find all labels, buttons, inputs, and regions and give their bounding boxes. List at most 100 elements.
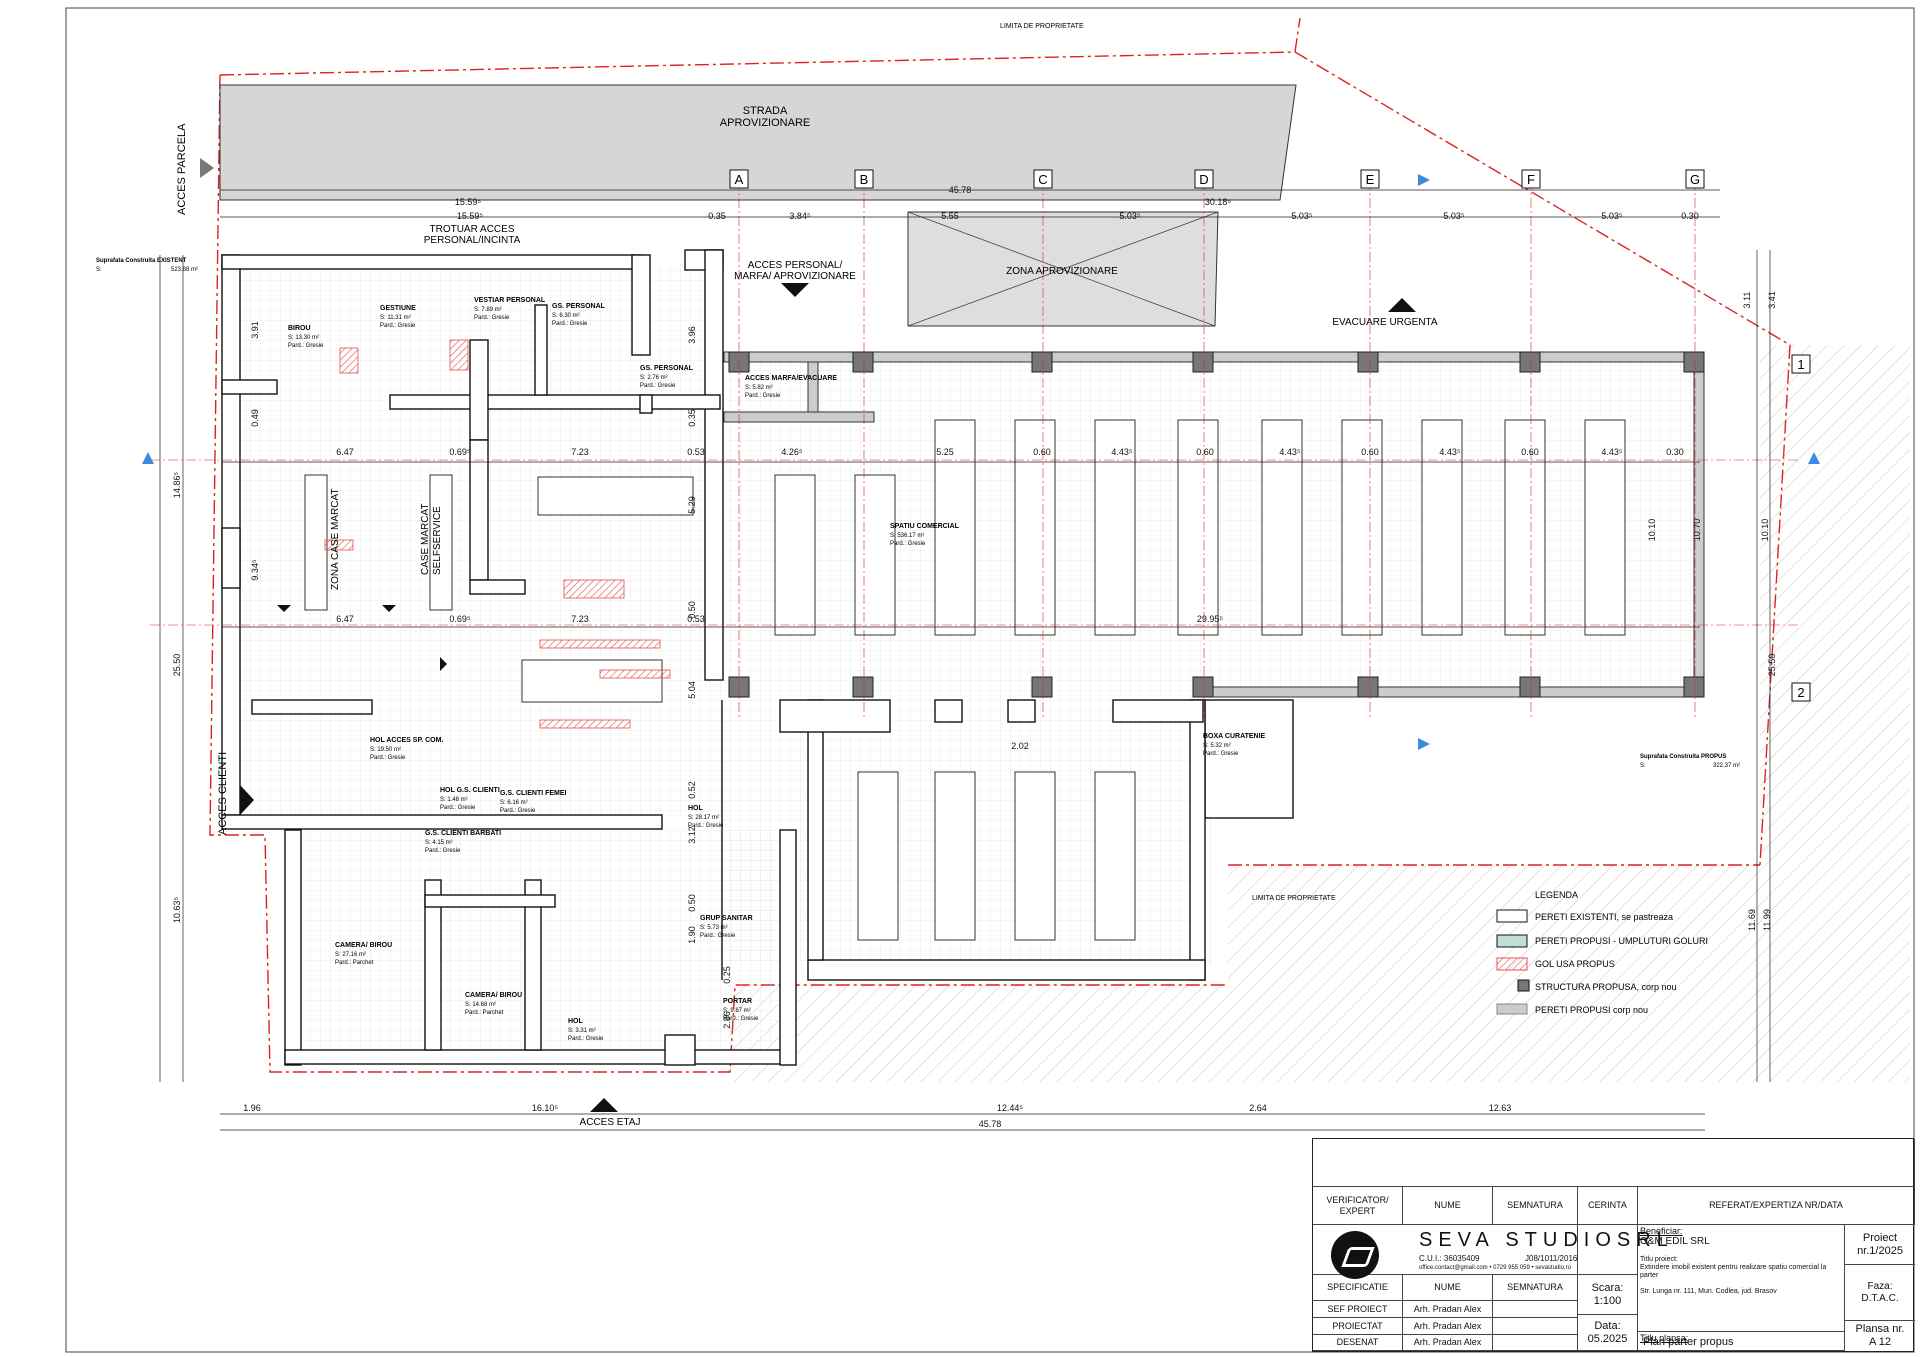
dimension-value: 3.84⁵ bbox=[789, 211, 811, 221]
tb-scara: 1:100 bbox=[1593, 1294, 1622, 1307]
tb-cerinta: CERINTA bbox=[1578, 1187, 1638, 1225]
property-limit-right bbox=[1294, 51, 1791, 866]
dimension-value: 10.63⁵ bbox=[172, 897, 182, 924]
tb-referat: REFERAT/EXPERTIZA NR/DATA bbox=[1638, 1187, 1915, 1225]
dimension-value: 45.78 bbox=[979, 1119, 1002, 1129]
acces-parcela-arrow bbox=[200, 158, 214, 178]
tb-reg: J08/1011/2016 bbox=[1525, 1254, 1578, 1263]
access-arrows bbox=[240, 283, 1416, 1112]
room-area: S: 11.31 m² bbox=[380, 315, 411, 321]
dimension-value: 7.23 bbox=[571, 614, 589, 624]
tb-verificator: VERIFICATOR/ EXPERT bbox=[1313, 1187, 1403, 1225]
tb-specificatie: SPECIFICATIE bbox=[1313, 1275, 1403, 1301]
svg-text:2: 2 bbox=[1797, 685, 1804, 700]
dimension-value: 0.35 bbox=[708, 211, 726, 221]
room-area: S: 7.89 m² bbox=[474, 307, 502, 313]
dimension-value: 16.10⁵ bbox=[532, 1103, 559, 1113]
room-floor: Pard.: Gresie bbox=[890, 541, 926, 547]
case-marcat-label: CASE MARCAT bbox=[420, 504, 431, 576]
dimension-value: 4.43⁵ bbox=[1601, 447, 1623, 457]
dimension-value: 0.50 bbox=[687, 894, 697, 912]
room-name: BIROU bbox=[288, 325, 311, 332]
room-area: S: 6.30 m² bbox=[552, 313, 580, 319]
tb-sign-2 bbox=[1493, 1318, 1578, 1335]
dimension-value: 0.52 bbox=[687, 781, 697, 799]
dimension-value: 30.18⁵ bbox=[1205, 197, 1232, 207]
dimension-value: 15.59⁵ bbox=[455, 197, 482, 207]
dimension-value: 0.60 bbox=[1521, 447, 1539, 457]
tb-scara-label: Scara: bbox=[1591, 1281, 1624, 1294]
dimension-value: 3.11 bbox=[1742, 292, 1752, 309]
room-floor: Pard.: Parchet bbox=[465, 1010, 504, 1016]
acces-clienti-arrow bbox=[240, 785, 254, 815]
axis-bubble-2: 2 bbox=[1791, 682, 1811, 702]
acces-etaj-arrow bbox=[590, 1098, 618, 1112]
tb-faza: D.T.A.C. bbox=[1861, 1292, 1899, 1304]
room-area: S: 5.32 m² bbox=[1203, 743, 1231, 749]
dimension-value: 29.95⁵ bbox=[1197, 614, 1224, 624]
tb-proiect-cell: Proiect nr.1/2025 bbox=[1845, 1225, 1915, 1265]
room-name: VESTIAR PERSONAL bbox=[474, 297, 546, 304]
dimension-value: 5.55 bbox=[941, 211, 959, 221]
room-floor: Pard.: Gresie bbox=[288, 343, 324, 349]
room-name: G.S. CLIENTI BARBATI bbox=[425, 830, 501, 837]
legend-swatches bbox=[1496, 909, 1530, 1015]
tb-project-cell: Beneficiar: O&M EDIL SRL Titlu proiect: … bbox=[1638, 1225, 1845, 1332]
tb-scara-cell: Scara: 1:100 bbox=[1578, 1275, 1638, 1315]
dimension-value: 6.47 bbox=[336, 447, 354, 457]
room-name: HOL bbox=[688, 805, 704, 812]
dimension-value: 4.43⁵ bbox=[1279, 447, 1301, 457]
tb-person-2: Arh. Pradan Alex bbox=[1403, 1318, 1493, 1335]
dimension-value: 25.50 bbox=[1767, 654, 1777, 677]
shelving bbox=[304, 419, 1626, 941]
svg-text:G: G bbox=[1690, 172, 1700, 187]
tb-nume: NUME bbox=[1403, 1187, 1493, 1225]
svg-text:D: D bbox=[1199, 172, 1208, 187]
room-name: SPATIU COMERCIAL bbox=[890, 523, 960, 530]
dimension-value: 0.30 bbox=[1681, 211, 1699, 221]
suprafata-propus-label: Suprafata Construita PROPUS bbox=[1640, 754, 1726, 760]
tb-titlu-plansa: Plan parter propus bbox=[1643, 1336, 1734, 1348]
dimension-value: 4.43⁵ bbox=[1439, 447, 1461, 457]
dimension-value: 1.90 bbox=[687, 926, 697, 944]
tb-person-1: Arh. Pradan Alex bbox=[1403, 1301, 1493, 1318]
tb-semnatura: SEMNATURA bbox=[1493, 1187, 1578, 1225]
room-floor: Pard.: Gresie bbox=[568, 1036, 604, 1042]
dimension-value: 5.04 bbox=[687, 681, 697, 699]
room-floor: Pard.: Gresie bbox=[745, 393, 781, 399]
tb-studio-cell bbox=[1313, 1225, 1578, 1275]
axis-bubble-F: F bbox=[1521, 169, 1541, 189]
axis-bubble-A: A bbox=[729, 169, 749, 189]
axis-lines bbox=[150, 180, 1800, 720]
dimension-value: 11.99 bbox=[1762, 909, 1772, 931]
trotuar-label-2: PERSONAL/INCINTA bbox=[424, 235, 521, 246]
tb-empty-rows bbox=[1313, 1139, 1915, 1187]
axis-bubble-E: E bbox=[1360, 169, 1380, 189]
room-area: S: 13.30 m² bbox=[288, 335, 319, 341]
room-name: CAMERA/ BIROU bbox=[335, 942, 392, 949]
dimension-value: 3.91 bbox=[250, 321, 260, 339]
room-name: G.S. CLIENTI FEMEI bbox=[500, 790, 567, 797]
dimension-value: 0.69⁵ bbox=[449, 614, 471, 624]
street-area bbox=[219, 84, 1297, 201]
room-floor: Pard.: Gresie bbox=[500, 808, 536, 814]
tb-titlu-plansa-cell: Titlu plansa: bbox=[1638, 1332, 1845, 1351]
svg-text:F: F bbox=[1527, 172, 1535, 187]
room-floor: Pard.: Gresie bbox=[370, 755, 406, 761]
dimension-value: 4.43⁵ bbox=[1111, 447, 1133, 457]
svg-text:E: E bbox=[1366, 172, 1375, 187]
tb-person-3: Arh. Pradan Alex bbox=[1403, 1335, 1493, 1351]
tb-plansa: A 12 bbox=[1868, 1336, 1892, 1348]
property-limit-left bbox=[209, 74, 1228, 1073]
svg-text:1: 1 bbox=[1797, 357, 1804, 372]
tb-sef-proiect: SEF PROIECT bbox=[1313, 1301, 1403, 1318]
title-block: VERIFICATOR/ EXPERT NUME SEMNATURA CERIN… bbox=[1312, 1138, 1915, 1352]
dimension-value: 0.35 bbox=[687, 409, 697, 427]
